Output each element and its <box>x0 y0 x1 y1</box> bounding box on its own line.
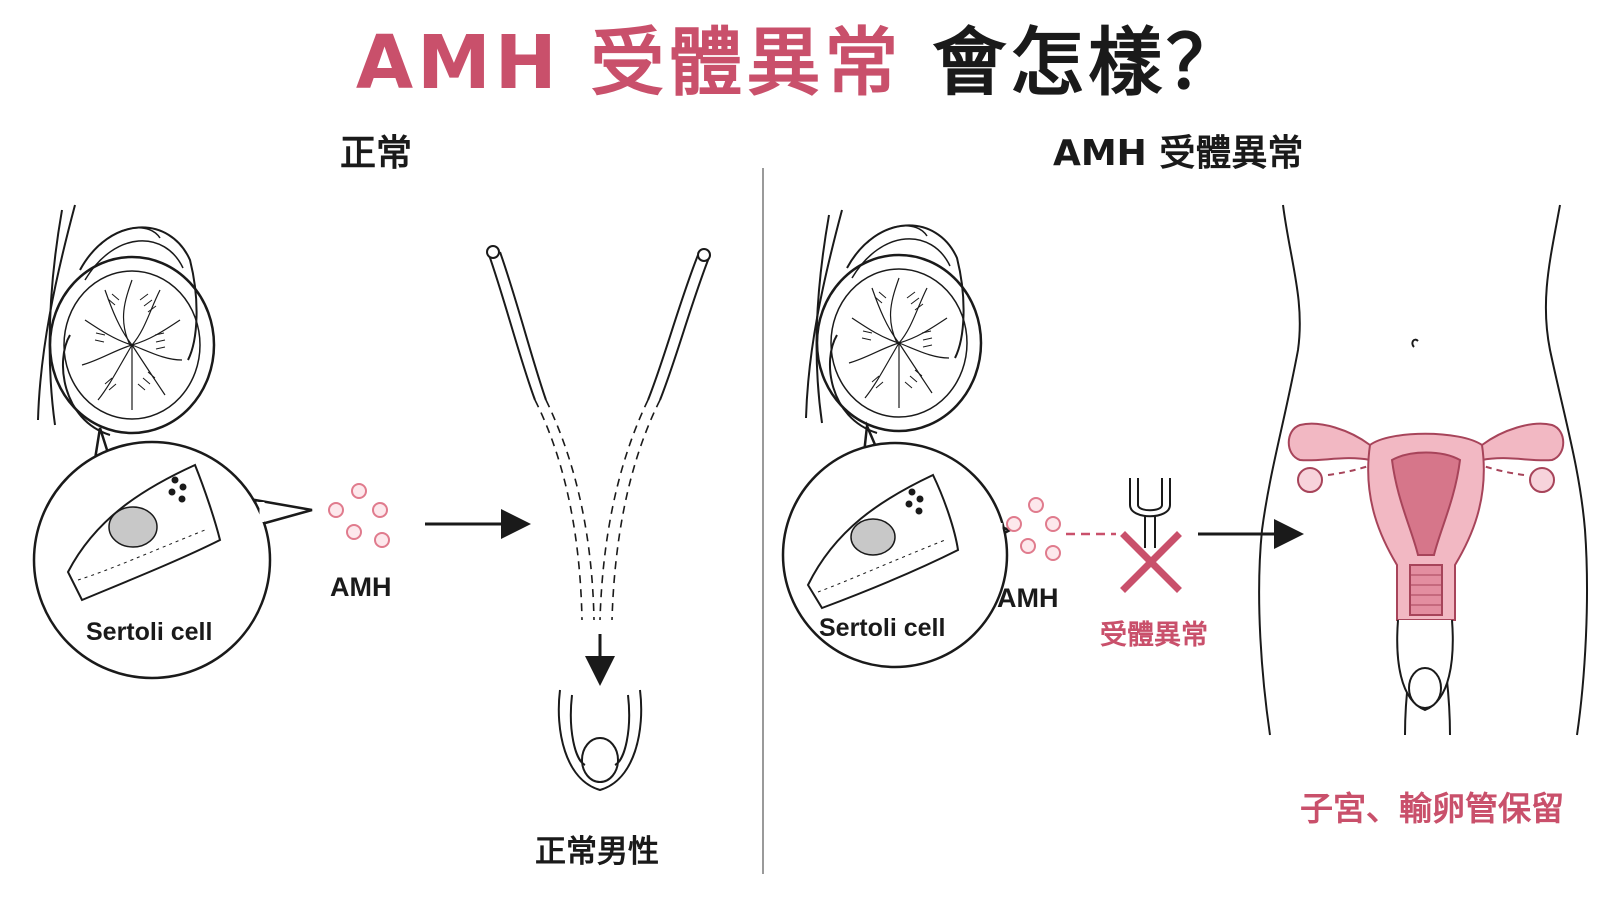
amh-label-right: AMH <box>997 583 1059 613</box>
title-highlight: AMH 受體異常 <box>355 20 903 106</box>
page-title: AMH 受體異常 會怎樣？ <box>0 18 1600 108</box>
abnormal-heading: AMH 受體異常 <box>1053 133 1304 174</box>
receptor-abnormal-label: 受體異常 <box>1100 620 1208 650</box>
amh-hormone-dots-right <box>1006 497 1061 561</box>
uterus-retained-label: 子宮、輸卵管保留 <box>1300 790 1564 827</box>
receptor-icon <box>1129 478 1171 548</box>
sertoli-cell-left <box>66 463 222 602</box>
normal-male-label: 正常男性 <box>535 834 659 869</box>
normal-heading: 正常 <box>340 133 413 174</box>
testis-illustration-left <box>37 204 216 436</box>
sertoli-cell-label-right: Sertoli cell <box>819 614 946 642</box>
blocked-x-icon <box>1120 531 1182 593</box>
sertoli-cell-right <box>806 473 960 610</box>
male-genitalia-icon <box>557 689 643 792</box>
uterus-fallopian-tubes <box>1287 422 1565 621</box>
mullerian-ducts-regressing <box>486 245 711 621</box>
zoom-bubble-left <box>32 427 313 680</box>
amh-hormone-dots-left <box>328 483 390 548</box>
amh-label-left: AMH <box>330 572 392 602</box>
testis-illustration-right <box>805 209 983 434</box>
external-genitalia-body <box>1396 619 1454 712</box>
panel-divider <box>762 168 764 874</box>
zoom-bubble-right <box>781 421 1014 669</box>
sertoli-cell-label-left: Sertoli cell <box>86 618 213 646</box>
title-question: 會怎樣？ <box>932 20 1245 106</box>
